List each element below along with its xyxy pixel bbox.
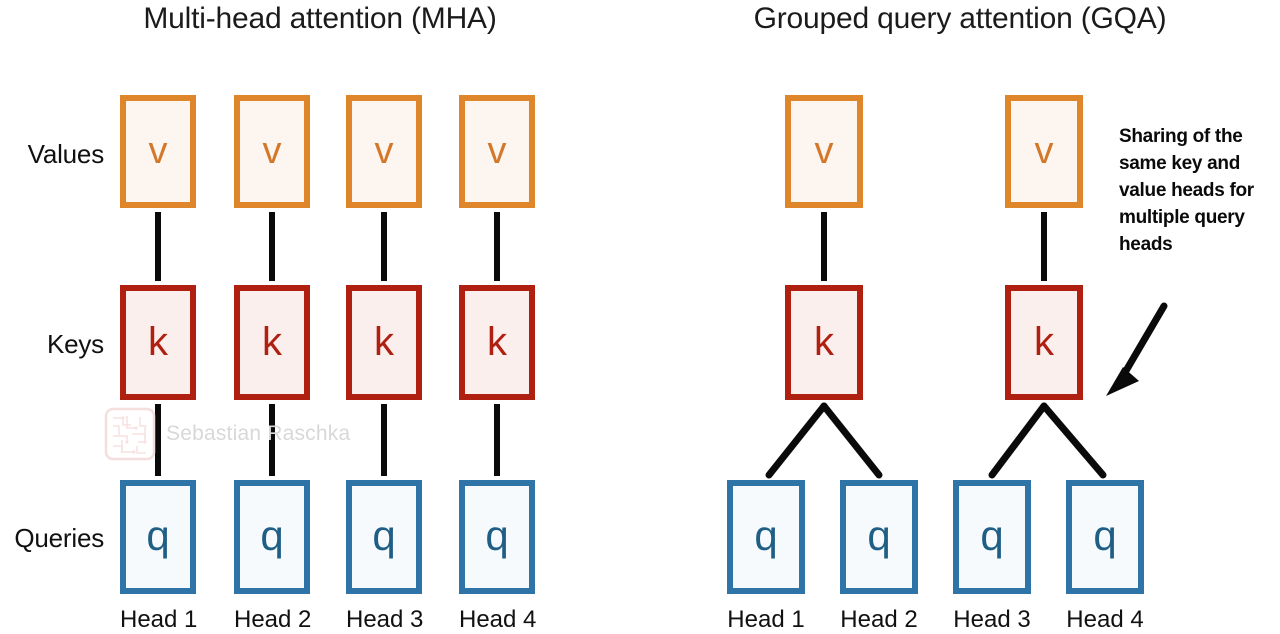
cell-glyph-q: q	[260, 512, 284, 559]
gqa-connector-v-k-1	[821, 212, 827, 281]
cell-glyph-v: v	[262, 129, 282, 172]
mha-head-label-3: Head 3	[346, 606, 424, 633]
mha-key-cell-1: k	[120, 285, 196, 400]
cell-glyph-v: v	[374, 129, 394, 172]
gqa-value-cell-1: v	[785, 95, 863, 208]
mha-key-cell-2: k	[234, 285, 310, 400]
cell-glyph-k: k	[262, 319, 282, 364]
mha-connector-k-q-1	[155, 404, 161, 476]
gqa-head-label-3: Head 3	[953, 606, 1031, 633]
row-label-queries: Queries	[14, 523, 104, 553]
mha-value-cell-4: v	[459, 95, 535, 208]
cell-glyph-q: q	[867, 512, 891, 559]
watermark: Sebastian Raschka	[104, 406, 350, 462]
gqa-value-cell-2: v	[1005, 95, 1083, 208]
gqa-query-cell-4: q	[1066, 480, 1144, 594]
gqa-query-cell-1: q	[727, 480, 805, 594]
row-label-keys: Keys	[46, 329, 104, 359]
mha-connector-v-k-3	[381, 212, 387, 281]
mha-head-label-1: Head 1	[120, 606, 198, 633]
mha-head-label-2: Head 2	[234, 606, 312, 633]
mha-connector-v-k-2	[269, 212, 275, 281]
gqa-head-label-1: Head 1	[727, 606, 805, 633]
mha-connector-k-q-2	[269, 404, 275, 476]
cell-glyph-q: q	[754, 512, 778, 559]
cell-glyph-k: k	[374, 319, 394, 364]
cell-glyph-k: k	[1034, 319, 1054, 364]
gqa-key-cell-1: k	[785, 285, 863, 400]
panel-title-mha: Multi-head attention (MHA)	[143, 2, 497, 35]
gqa-branch-group-1	[765, 402, 883, 479]
annotation-text: Sharing of the same key and value heads …	[1119, 126, 1254, 255]
annotation-arrow	[1106, 302, 1168, 396]
cell-glyph-q: q	[980, 512, 1004, 559]
cell-glyph-k: k	[814, 319, 834, 364]
panel-title-gqa: Grouped query attention (GQA)	[753, 2, 1167, 35]
mha-query-cell-1: q	[120, 480, 196, 594]
cell-glyph-k: k	[487, 319, 507, 364]
mha-connector-k-q-4	[494, 404, 500, 476]
mha-head-label-4: Head 4	[459, 606, 537, 633]
mha-query-cell-4: q	[459, 480, 535, 594]
mha-connector-k-q-3	[381, 404, 387, 476]
gqa-head-label-2: Head 2	[840, 606, 918, 633]
mha-query-cell-3: q	[346, 480, 422, 594]
mha-query-cell-2: q	[234, 480, 310, 594]
gqa-key-cell-2: k	[1005, 285, 1083, 400]
cell-glyph-q: q	[372, 512, 396, 559]
mha-value-cell-3: v	[346, 95, 422, 208]
mha-value-cell-2: v	[234, 95, 310, 208]
cell-glyph-q: q	[485, 512, 509, 559]
gqa-query-cell-2: q	[840, 480, 918, 594]
mha-key-cell-4: k	[459, 285, 535, 400]
cell-glyph-v: v	[148, 129, 168, 172]
cell-glyph-v: v	[814, 129, 834, 172]
cell-glyph-v: v	[1034, 129, 1054, 172]
watermark-text: Sebastian Raschka	[166, 422, 351, 445]
mha-value-cell-1: v	[120, 95, 196, 208]
cell-glyph-v: v	[487, 129, 507, 172]
gqa-head-label-4: Head 4	[1066, 606, 1144, 633]
mha-key-cell-3: k	[346, 285, 422, 400]
cell-glyph-q: q	[1093, 512, 1117, 559]
watermark-logo-icon	[104, 407, 156, 461]
gqa-branch-group-2	[988, 402, 1107, 479]
mha-connector-v-k-1	[155, 212, 161, 281]
cell-glyph-k: k	[148, 319, 168, 364]
mha-connector-v-k-4	[494, 212, 500, 281]
cell-glyph-q: q	[146, 512, 170, 559]
gqa-query-cell-3: q	[953, 480, 1031, 594]
row-label-values: Values	[27, 139, 105, 169]
gqa-connector-v-k-2	[1041, 212, 1047, 281]
